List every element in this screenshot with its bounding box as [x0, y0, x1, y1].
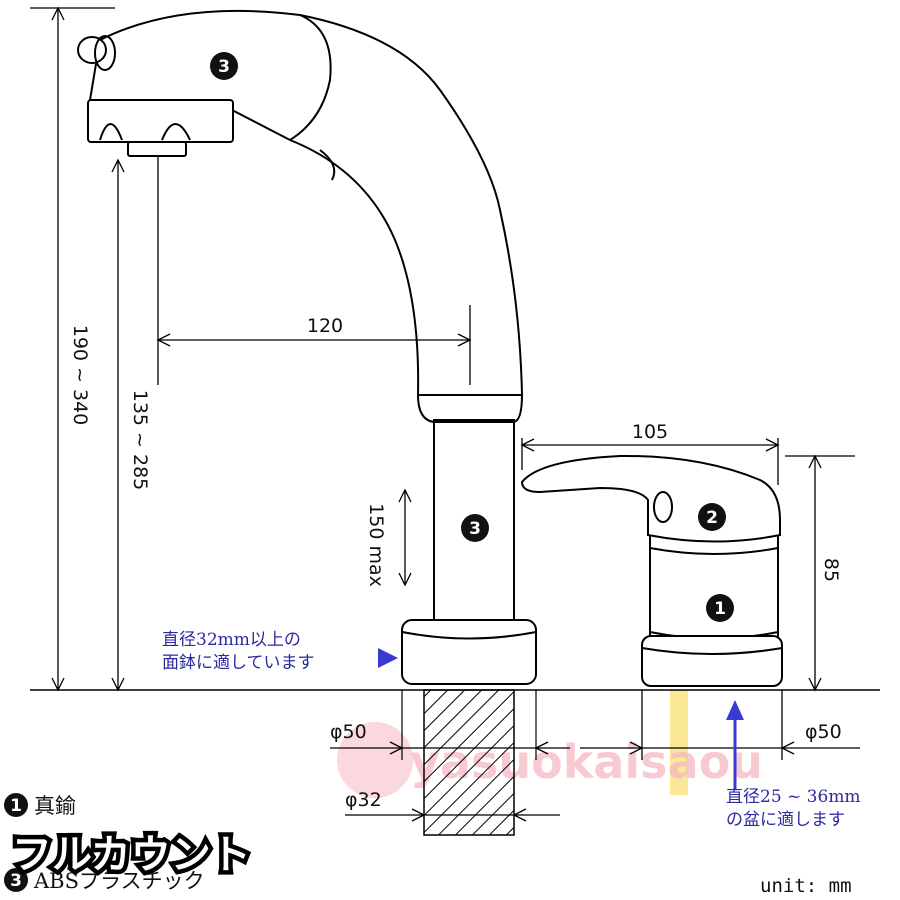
dim-phi50-left: φ50: [330, 721, 367, 743]
legend-brass: 真鍮: [34, 794, 76, 818]
basin-note-line1: 直径25 ~ 36mm: [726, 787, 861, 807]
svg-text:1: 1: [10, 796, 22, 816]
arrow-sink-note: [378, 648, 398, 668]
watermark: yasuokaisaou: [337, 690, 763, 798]
basin-note-line2: の盆に適します: [726, 810, 845, 830]
svg-text:1: 1: [714, 599, 726, 619]
unit-label: unit: mm: [760, 875, 852, 897]
svg-text:2: 2: [706, 508, 718, 528]
dim-outlet-height: 135 ~ 285: [129, 390, 151, 491]
svg-text:3: 3: [469, 519, 481, 539]
dim-phi50-right: φ50: [805, 721, 842, 743]
badge-spout-head: 3: [210, 52, 238, 80]
sink-note-line1: 直径32mm以上の: [162, 630, 301, 650]
svg-text:3: 3: [218, 57, 230, 77]
mounting-shank: [423, 689, 515, 836]
badge-body: 1: [706, 594, 734, 622]
legend: 1 真鍮 3 ABSプラスチック: [4, 793, 205, 893]
spout-head: [77, 9, 524, 396]
arrow-basin-note: [726, 700, 744, 790]
badge-handle: 2: [698, 503, 726, 531]
dimension-lines: [30, 6, 860, 822]
spout-base: [401, 619, 537, 685]
full-count-stamp: フルカウント: [12, 832, 251, 878]
sink-note-line2: 面鉢に適しています: [162, 653, 315, 673]
dim-phi32: φ32: [345, 789, 382, 811]
lever-handle: [520, 454, 781, 543]
dim-handle-height: 85: [820, 558, 842, 582]
svg-text:3: 3: [10, 871, 22, 891]
badge-spout-pipe: 3: [461, 514, 489, 542]
dim-extension: 150 max: [365, 503, 387, 587]
dim-spout-height: 190 ~ 340: [69, 325, 91, 426]
spout-pipe: [417, 394, 523, 626]
legend-abs: ABSプラスチック: [33, 869, 205, 893]
dim-handle-width: 105: [632, 421, 668, 443]
handle-body: [641, 529, 783, 687]
dim-spout-reach: 120: [307, 315, 343, 337]
